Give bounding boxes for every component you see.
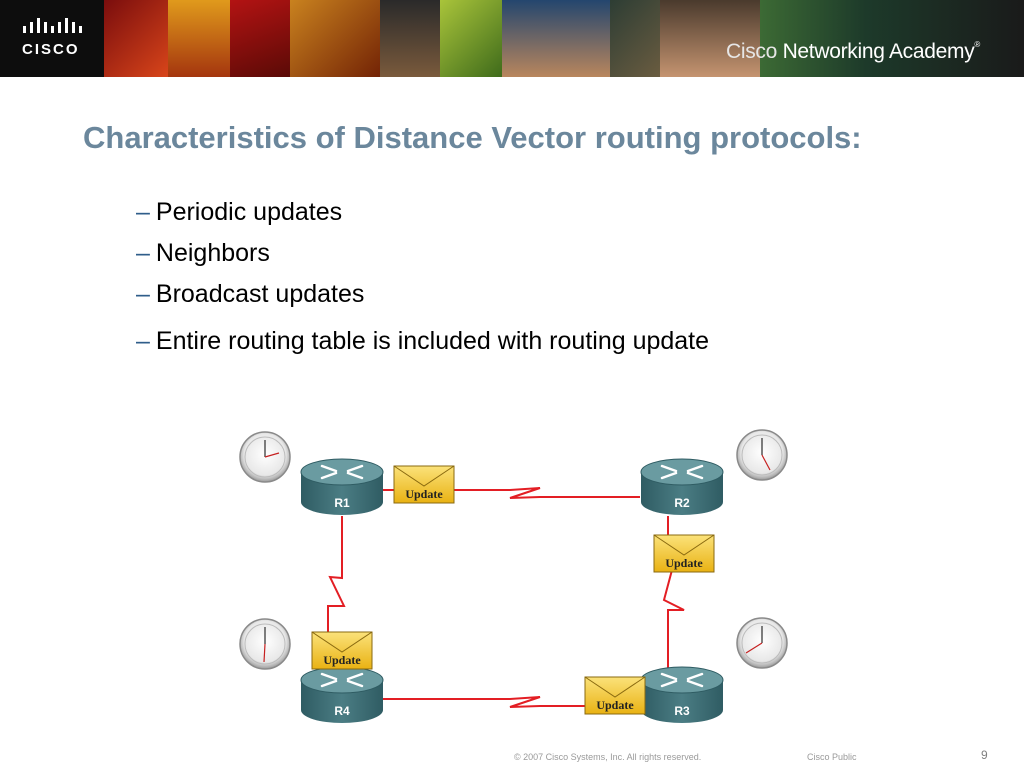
- slide-title: Characteristics of Distance Vector routi…: [83, 120, 862, 155]
- banner-photo: [230, 0, 290, 77]
- serial-link-icon: [383, 696, 640, 708]
- bullet-item: –Periodic updates: [136, 198, 343, 226]
- header-banner: CISCO Cisco Networking Academy®: [0, 0, 1024, 77]
- bullet-list: –Periodic updates –Neighbors –Broadcast …: [136, 196, 709, 366]
- router-icon: R3: [640, 666, 724, 723]
- router-label: R4: [334, 704, 350, 718]
- serial-link-icon: [383, 487, 640, 499]
- bullet-marker: –: [136, 239, 150, 267]
- banner-photo: [290, 0, 380, 77]
- banner-photo: [168, 0, 230, 77]
- bullet-item: –Entire routing table is included with r…: [136, 327, 710, 355]
- copyright-text: © 2007 Cisco Systems, Inc. All rights re…: [514, 752, 702, 762]
- router-label: R3: [674, 704, 690, 718]
- router-label: R2: [674, 496, 690, 510]
- update-label: Update: [405, 487, 443, 501]
- banner-photo: [440, 0, 502, 77]
- clock-icon: [239, 618, 291, 670]
- update-label: Update: [323, 653, 361, 667]
- router-label: R1: [334, 496, 350, 510]
- envelope-icon: Update: [393, 465, 455, 504]
- banner-photo: [380, 0, 440, 77]
- envelope-icon: Update: [653, 534, 715, 573]
- router-icon: R4: [300, 666, 384, 723]
- bullet-item: –Neighbors: [136, 239, 270, 267]
- bullet-marker: –: [136, 280, 150, 308]
- banner-photo: [502, 0, 610, 77]
- page-number: 9: [981, 748, 988, 762]
- networking-academy-logo: Cisco Networking Academy®: [726, 40, 981, 63]
- router-icon: R2: [640, 458, 724, 515]
- bullet-item: –Broadcast updates: [136, 280, 365, 308]
- banner-photo: [660, 0, 760, 77]
- update-label: Update: [596, 698, 634, 712]
- clock-icon: [736, 617, 788, 669]
- envelope-icon: Update: [311, 631, 373, 670]
- banner-photo: [610, 0, 660, 77]
- bullet-marker: –: [136, 327, 150, 355]
- banner-photo: [760, 0, 1024, 77]
- update-label: Update: [665, 556, 703, 570]
- cisco-bridge-icon: [23, 18, 82, 33]
- router-icon: R1: [300, 458, 384, 515]
- envelope-icon: Update: [584, 676, 646, 715]
- serial-link-icon: [327, 516, 346, 680]
- clock-icon: [239, 431, 291, 483]
- classification-text: Cisco Public: [807, 752, 857, 762]
- bullet-marker: –: [136, 198, 150, 226]
- banner-photo: [104, 0, 168, 77]
- cisco-wordmark: CISCO: [22, 41, 80, 58]
- clock-icon: [736, 429, 788, 481]
- cisco-logo: CISCO: [0, 0, 104, 77]
